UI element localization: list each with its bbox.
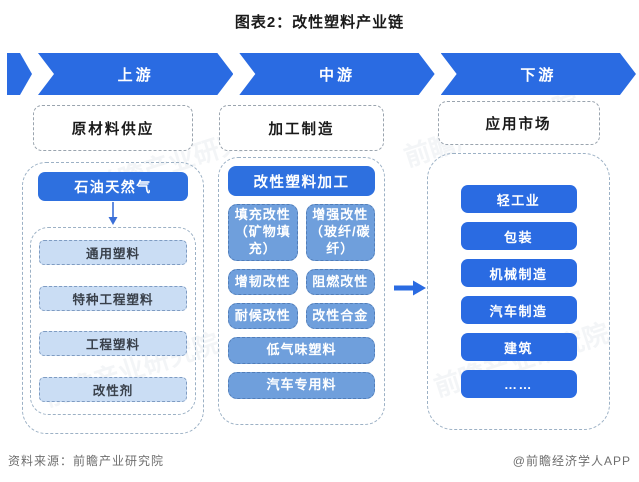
market-item: …… [460, 370, 577, 398]
credit-text: @前瞻经济学人APP [512, 454, 631, 468]
upstream-header: 原材料供应 [33, 105, 193, 151]
upstream-container: 石油天然气 通用塑料 特种工程塑料 工程塑料 改性剂 [22, 162, 204, 434]
modification-item: 汽车专用料 [228, 372, 375, 399]
downstream-header: 应用市场 [437, 101, 600, 145]
right-arrow-icon [393, 280, 427, 296]
modification-item: 改性合金 [305, 303, 375, 329]
material-item: 工程塑料 [39, 331, 187, 357]
market-item: 汽车制造 [460, 296, 577, 324]
market-item: 机械制造 [460, 259, 577, 287]
market-item: 包装 [460, 222, 577, 250]
material-item: 特种工程塑料 [39, 285, 187, 311]
upstream-column: 原材料供应 石油天然气 通用塑料 特种工程塑料 工程塑料 改性剂 [22, 105, 204, 434]
page-title: 图表2：改性塑料产业链 [234, 14, 405, 31]
modification-item: 耐候改性 [228, 303, 298, 329]
modification-item: 增韧改性 [228, 269, 298, 295]
midstream-column: 加工制造 改性塑料加工 填充改性（矿物填充） 增强改性（玻纤/碳纤） 增韧改性 … [218, 105, 385, 425]
modification-item: 低气味塑料 [228, 337, 375, 364]
chevron-lead-shape [7, 53, 32, 95]
stage-downstream: 下游 [441, 53, 636, 95]
downstream-column: 应用市场 轻工业 包装 机械制造 汽车制造 建筑 …… [427, 101, 610, 430]
materials-group: 通用塑料 特种工程塑料 工程塑料 改性剂 [30, 227, 196, 415]
modification-item: 阻燃改性 [305, 269, 375, 295]
material-item: 通用塑料 [39, 240, 187, 265]
processing-box: 改性塑料加工 [228, 166, 375, 196]
midstream-container: 改性塑料加工 填充改性（矿物填充） 增强改性（玻纤/碳纤） 增韧改性 阻燃改性 … [218, 157, 385, 425]
stage-upstream: 上游 [38, 53, 233, 95]
down-arrow-icon [30, 201, 196, 227]
market-item: 轻工业 [460, 185, 577, 213]
material-item: 改性剂 [39, 376, 187, 402]
modification-grid: 填充改性（矿物填充） 增强改性（玻纤/碳纤） 增韧改性 阻燃改性 耐候改性 改性… [228, 204, 375, 329]
modification-item: 增强改性（玻纤/碳纤） [305, 204, 375, 261]
markets-group: 轻工业 包装 机械制造 汽车制造 建筑 …… [427, 153, 610, 430]
midstream-header: 加工制造 [219, 105, 384, 151]
data-source-text: 资料来源：前瞻产业研究院 [8, 454, 165, 468]
raw-material-source-box: 石油天然气 [38, 172, 188, 201]
chain-stage-banner: 上游 中游 下游 [7, 53, 636, 95]
market-item: 建筑 [460, 333, 577, 361]
modification-item: 填充改性（矿物填充） [228, 204, 298, 261]
stage-midstream: 中游 [239, 53, 434, 95]
